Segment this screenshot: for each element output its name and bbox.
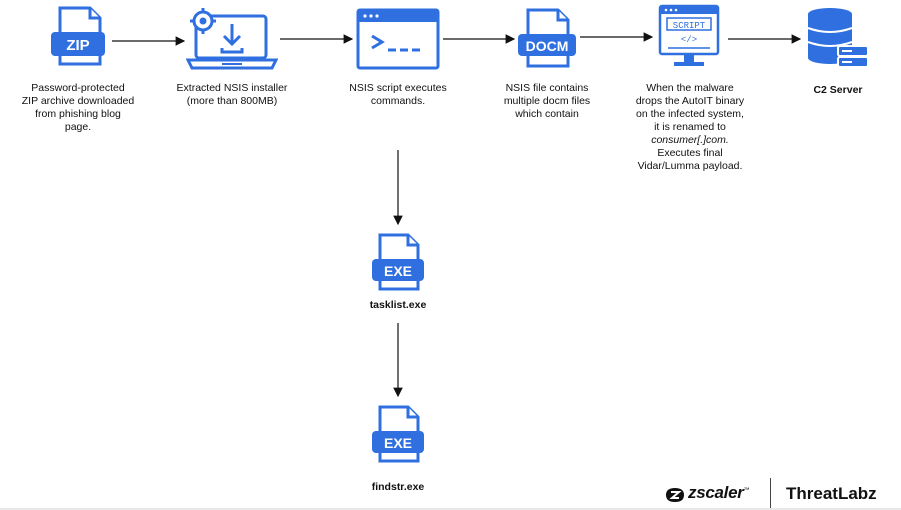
terminal-window-icon [356, 8, 440, 70]
exe-file-icon-findstr: EXE [368, 405, 428, 465]
script-monitor-icon: SCRIPT </> [654, 4, 724, 72]
zip-caption: Password-protected ZIP archive downloade… [21, 82, 135, 133]
zscaler-wordmark: zscaler™ [688, 483, 750, 502]
docm-icon-label: DOCM [526, 38, 569, 54]
nsis-script-caption: NSIS script executes commands. [349, 82, 447, 107]
tasklist-caption: tasklist.exe [369, 299, 427, 311]
script-icon-label: SCRIPT [673, 21, 706, 31]
zscaler-logo-icon [666, 488, 684, 502]
footer-rule [0, 508, 901, 510]
autoit-caption: When the malware drops the AutoIT binary… [635, 82, 745, 172]
database-server-icon [804, 6, 872, 70]
zip-icon-label: ZIP [66, 37, 89, 54]
branding-divider [770, 478, 771, 508]
installer-caption: Extracted NSIS installer (more than 800M… [176, 82, 288, 107]
docm-file-icon: DOCM [516, 8, 578, 70]
script-code-icon: </> [681, 35, 697, 45]
exe-file-icon-tasklist: EXE [368, 233, 428, 293]
findstr-icon-label: EXE [384, 435, 412, 451]
laptop-download-icon [185, 6, 279, 72]
threatlabz-wordmark: ThreatLabz [786, 484, 877, 503]
docm-caption: NSIS file contains multiple docm files w… [503, 82, 591, 120]
tasklist-icon-label: EXE [384, 263, 412, 279]
findstr-caption: findstr.exe [371, 481, 425, 493]
c2-server-caption: C2 Server [813, 84, 863, 96]
zip-file-icon: ZIP [48, 6, 108, 68]
